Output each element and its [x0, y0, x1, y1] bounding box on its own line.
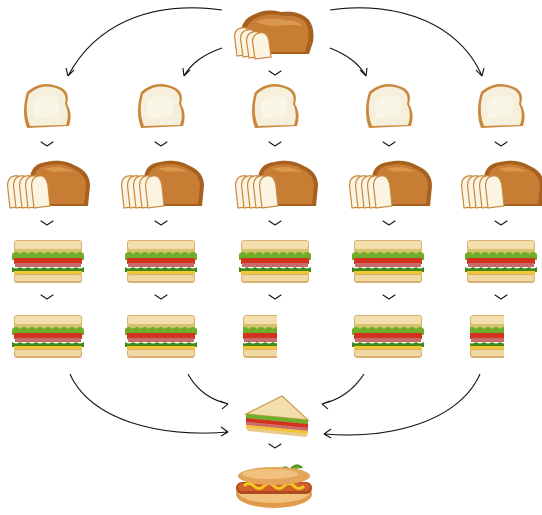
chevron-icon — [382, 141, 396, 147]
sandwich-col-5 — [465, 240, 537, 283]
sliced-loaf-col-5 — [461, 160, 542, 209]
chevron-icon — [40, 141, 54, 147]
hot-dog — [234, 463, 314, 510]
merge-arrows — [69, 373, 481, 439]
chevron-icon — [268, 70, 282, 76]
sandwich-col-1 — [12, 240, 84, 283]
sandwich-col-3 — [239, 240, 311, 283]
chevron-icon — [154, 141, 168, 147]
chevron-icon — [40, 220, 54, 226]
bread-slice-col-2 — [138, 84, 185, 128]
chevron-icon — [40, 294, 54, 300]
sliced-loaf-col-2 — [120, 160, 205, 209]
sliced-loaf-col-3 — [235, 160, 319, 209]
chevron-icon — [494, 294, 508, 300]
chevron-icon — [268, 294, 282, 300]
chevron-icon — [494, 220, 508, 226]
chevron-icon — [382, 220, 396, 226]
chevron-icon — [268, 443, 282, 449]
sliced-loaf-col-4 — [349, 160, 433, 209]
bread-slice-col-5 — [478, 84, 525, 128]
chevron-icon — [268, 141, 282, 147]
sandwich-half-col-5 — [468, 315, 540, 358]
sandwich-col-2 — [125, 240, 197, 283]
chevron-icon — [382, 294, 396, 300]
top-split-arrows — [65, 7, 485, 77]
sandwich-row4-col-1 — [12, 315, 84, 358]
chevron-icon — [494, 141, 508, 147]
sandwich-half-col-3 — [241, 315, 313, 358]
sliced-loaf-col-1 — [6, 160, 91, 209]
bread-slice-col-1 — [24, 84, 71, 128]
chevron-icon — [268, 220, 282, 226]
sandwich-row4-col-4 — [352, 315, 424, 358]
chevron-icon — [154, 294, 168, 300]
chevron-icon — [154, 220, 168, 226]
bread-loaf-top — [234, 9, 315, 60]
sandwich-col-4 — [352, 240, 424, 283]
triangle-sandwich — [245, 395, 309, 438]
sandwich-row4-col-2 — [125, 315, 197, 358]
bread-slice-col-3 — [252, 84, 299, 128]
bread-slice-col-4 — [366, 84, 413, 128]
